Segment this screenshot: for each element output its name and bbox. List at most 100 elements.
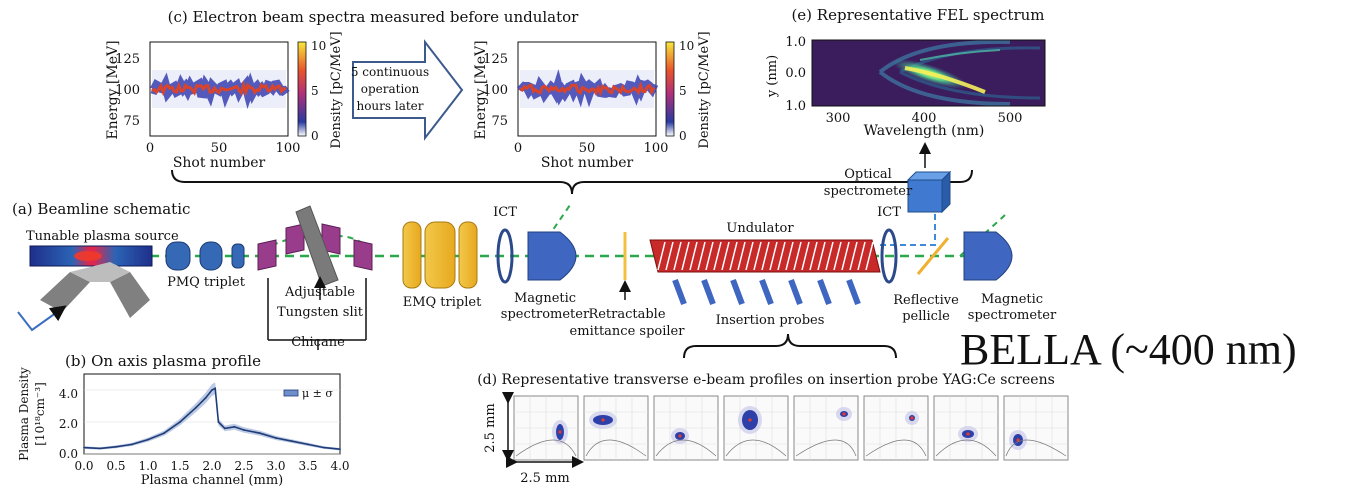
spectrum-plot-before: 125 100 75 0 50 100 Shot number Energy […: [105, 31, 344, 171]
ict-1: ICT: [493, 205, 517, 284]
data-point: [214, 387, 217, 390]
arrow-text-line2: operation: [361, 82, 420, 96]
brace-d: [683, 333, 897, 359]
cbar-tick-5: 5: [311, 84, 319, 98]
b-ytick-4: 4.0: [59, 387, 78, 401]
yag-screen-3: [653, 395, 719, 461]
data-point: [339, 448, 341, 451]
mag-spec2-line1: Magnetic: [981, 292, 1043, 307]
data-point: [243, 429, 245, 431]
cbar-tick-10-b: 10: [679, 39, 694, 53]
time-arrow: 5 continuous operation hours later: [351, 39, 464, 141]
fel-xtick-500: 500: [998, 111, 1023, 126]
mag-spec2-line2: spectrometer: [968, 308, 1057, 323]
ict-2: ICT: [877, 205, 901, 284]
xtick-50: 50: [211, 141, 228, 156]
cbar-tick-5-b: 5: [679, 84, 687, 98]
ict2-label: ICT: [877, 205, 901, 220]
mag-spec1-line1: Magnetic: [514, 291, 576, 306]
pmq-label: PMQ triplet: [167, 275, 246, 290]
fel-ytick-mid: 0.0: [785, 66, 806, 81]
arrow-text-line1: 5 continuous: [351, 65, 429, 79]
data-point: [233, 425, 236, 428]
data-point: [83, 446, 85, 449]
data-point: [99, 447, 101, 450]
plasma-source-label: Tunable plasma source: [26, 229, 179, 244]
panel-c-title: (c) Electron beam spectra measured befor…: [168, 8, 580, 26]
cbar-tick-0-b: 0: [679, 129, 687, 143]
data-point: [323, 446, 325, 449]
colorbar-b: [665, 41, 675, 137]
b-xtick: 1.0: [138, 459, 157, 473]
b-y-axis-label-line1: Plasma Density: [17, 367, 31, 461]
panel-b-title: (b) On axis plasma profile: [65, 352, 261, 370]
horizontal-scale-label: 2.5 mm: [520, 471, 569, 486]
b-xtick: 4.0: [330, 459, 349, 473]
emq-label: EMQ triplet: [403, 295, 482, 310]
ytick-75-b: 75: [491, 114, 508, 129]
data-point: [131, 443, 133, 446]
legend-text: μ ± σ: [302, 387, 333, 400]
slit-label-line2: Tungsten slit: [277, 305, 364, 320]
insertion-probes: Insertion probes: [672, 278, 897, 359]
fel-x-axis-label: Wavelength (nm): [864, 123, 985, 139]
facility-label: BELLA (~400 nm): [960, 325, 1297, 374]
data-point: [115, 445, 117, 448]
data-point: [195, 406, 197, 409]
spectrum-plot-after: 125 100 75 0 50 100 Shot number Energy […: [473, 31, 712, 171]
yag-screen-8: [1003, 395, 1069, 461]
fel-ytick-bottom: 1.0: [785, 99, 806, 114]
data-point: [291, 440, 293, 443]
panel-a-title: (a) Beamline schematic: [12, 200, 190, 218]
pmq-triplet: PMQ triplet: [165, 241, 246, 290]
colorbar-label: Density [pC/MeV]: [329, 31, 344, 148]
xtick-0: 0: [146, 141, 154, 156]
optical-spec-line1: Optical: [844, 167, 892, 182]
xtick-50-b: 50: [579, 141, 596, 156]
fel-y-axis-label: y (nm): [765, 55, 780, 98]
data-point: [147, 438, 149, 441]
fel-ytick-top: 1.0: [785, 35, 806, 50]
plasma-source: Tunable plasma source: [17, 229, 179, 332]
b-xtick: 3.0: [266, 459, 285, 473]
data-point: [307, 443, 309, 446]
y-axis-label: Energy [MeV]: [105, 40, 121, 139]
data-point: [217, 421, 220, 423]
b-xtick: 1.5: [170, 459, 189, 473]
data-point: [223, 427, 226, 430]
cbar-tick-10: 10: [311, 39, 326, 53]
cbar-tick-0: 0: [311, 129, 319, 143]
legend-swatch: [283, 389, 299, 397]
undulator-label: Undulator: [726, 221, 794, 236]
xtick-100-b: 100: [644, 141, 669, 156]
b-xtick: 0.0: [74, 459, 93, 473]
data-point: [259, 432, 261, 435]
fel-xtick-300: 300: [826, 111, 851, 126]
fel-xtick-400: 400: [912, 111, 937, 126]
b-y-axis-label-line2: [10¹⁸cm⁻³]: [33, 382, 47, 446]
pellicle-line2: pellicle: [902, 309, 950, 324]
brace-c: [171, 169, 973, 195]
optical-spectrometer: Optical spectrometer: [824, 142, 952, 214]
x-axis-label: Shot number: [173, 155, 266, 171]
chicane: Adjustable Tungsten slit Chicane: [257, 205, 373, 350]
ytick-100: 100: [115, 83, 140, 98]
data-point: [204, 397, 207, 399]
ytick-75: 75: [123, 114, 140, 129]
yag-screen-7: [933, 395, 999, 461]
emq-triplet: EMQ triplet: [402, 221, 482, 310]
xtick-100: 100: [276, 141, 301, 156]
magnetic-spectrometer-1: Magnetic spectrometer: [501, 231, 590, 322]
b-xtick: 3.5: [298, 459, 317, 473]
emittance-spoiler: Retractable emittance spoiler: [570, 232, 685, 339]
pellicle-line1: Reflective: [893, 293, 959, 308]
arrow-text-line3: hours later: [356, 99, 423, 113]
mag-spec1-line2: spectrometer: [501, 307, 590, 322]
yag-screen-4: [723, 395, 789, 461]
magnetic-spectrometer-2: Magnetic spectrometer: [963, 231, 1057, 323]
slit-label-line1: Adjustable: [284, 285, 355, 300]
ytick-125-b: 125: [483, 52, 508, 67]
ytick-100-b: 100: [483, 83, 508, 98]
data-point: [211, 389, 213, 391]
